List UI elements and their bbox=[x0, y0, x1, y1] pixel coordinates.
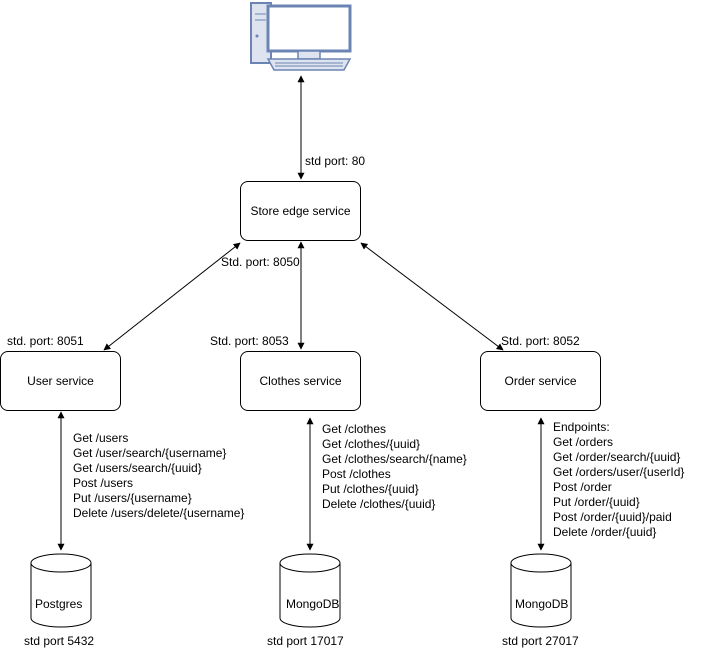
endpoint-item: Delete /clothes/{uuid} bbox=[322, 497, 436, 511]
user-port-label: std. port: 8051 bbox=[7, 334, 84, 348]
postgres-db-label: Postgres bbox=[35, 597, 83, 611]
order-mongodb-cylinder bbox=[510, 553, 572, 628]
order-db-label: MongoDB bbox=[515, 597, 569, 611]
user-endpoints-list: Get /users Get /user/search/{username} G… bbox=[73, 431, 244, 521]
endpoint-item: Delete /users/delete/{username} bbox=[73, 506, 245, 520]
endpoint-item: Post /clothes bbox=[322, 467, 391, 481]
endpoint-item: Get /users bbox=[73, 431, 129, 445]
endpoint-item: Delete /order/{uuid} bbox=[553, 525, 657, 539]
clothes-service-label: Clothes service bbox=[259, 374, 342, 388]
order-service-label: Order service bbox=[504, 374, 577, 388]
endpoint-item: Get /clothes bbox=[322, 422, 387, 436]
endpoint-item: Get /users/search/{uuid} bbox=[73, 461, 202, 475]
endpoint-item: Put /users/{username} bbox=[73, 491, 192, 505]
edge-order-connector bbox=[360, 242, 504, 351]
endpoints-heading: Endpoints: bbox=[553, 420, 610, 434]
endpoint-item: Get /orders bbox=[553, 435, 614, 449]
order-endpoints-list: Endpoints: Get /orders Get /order/search… bbox=[553, 420, 684, 540]
store-edge-service-box: Store edge service bbox=[240, 181, 361, 241]
order-db-port-label: std port 27017 bbox=[502, 634, 579, 648]
order-port-label: Std. port: 8052 bbox=[501, 334, 580, 348]
clothes-endpoints-list: Get /clothes Get /clothes/{uuid} Get /cl… bbox=[322, 422, 467, 512]
edge-port-label: Std. port: 8050 bbox=[221, 255, 300, 269]
endpoint-item: Get /clothes/{uuid} bbox=[322, 437, 421, 451]
endpoint-item: Get /orders/user/{userId} bbox=[553, 465, 685, 479]
endpoint-item: Get /clothes/search/{name} bbox=[322, 452, 467, 466]
clothes-port-label: Std. port: 8053 bbox=[210, 334, 289, 348]
clothes-mongodb-cylinder bbox=[279, 553, 341, 628]
clothes-service-box: Clothes service bbox=[240, 351, 361, 411]
clothes-db-label: MongoDB bbox=[286, 597, 340, 611]
endpoint-item: Post /order/{uuid}/paid bbox=[553, 510, 672, 524]
endpoint-item: Post /users bbox=[73, 476, 134, 490]
store-edge-service-label: Store edge service bbox=[250, 204, 351, 218]
order-service-box: Order service bbox=[480, 351, 601, 411]
endpoint-item: Get /order/search/{uuid} bbox=[553, 450, 681, 464]
postgres-db-cylinder bbox=[30, 553, 92, 628]
clothes-db-port-label: std port 17017 bbox=[267, 634, 344, 648]
endpoint-item: Post /order bbox=[553, 480, 612, 494]
user-service-box: User service bbox=[0, 351, 121, 411]
endpoint-item: Get /user/search/{username} bbox=[73, 446, 227, 460]
endpoint-item: Put /order/{uuid} bbox=[553, 495, 640, 509]
computer-icon bbox=[250, 2, 352, 71]
user-service-label: User service bbox=[27, 374, 94, 388]
edge-user-connector bbox=[103, 242, 241, 351]
postgres-port-label: std port 5432 bbox=[24, 634, 95, 648]
endpoint-item: Put /clothes/{uuid} bbox=[322, 482, 419, 496]
client-edge-port-label: std port: 80 bbox=[305, 154, 366, 168]
